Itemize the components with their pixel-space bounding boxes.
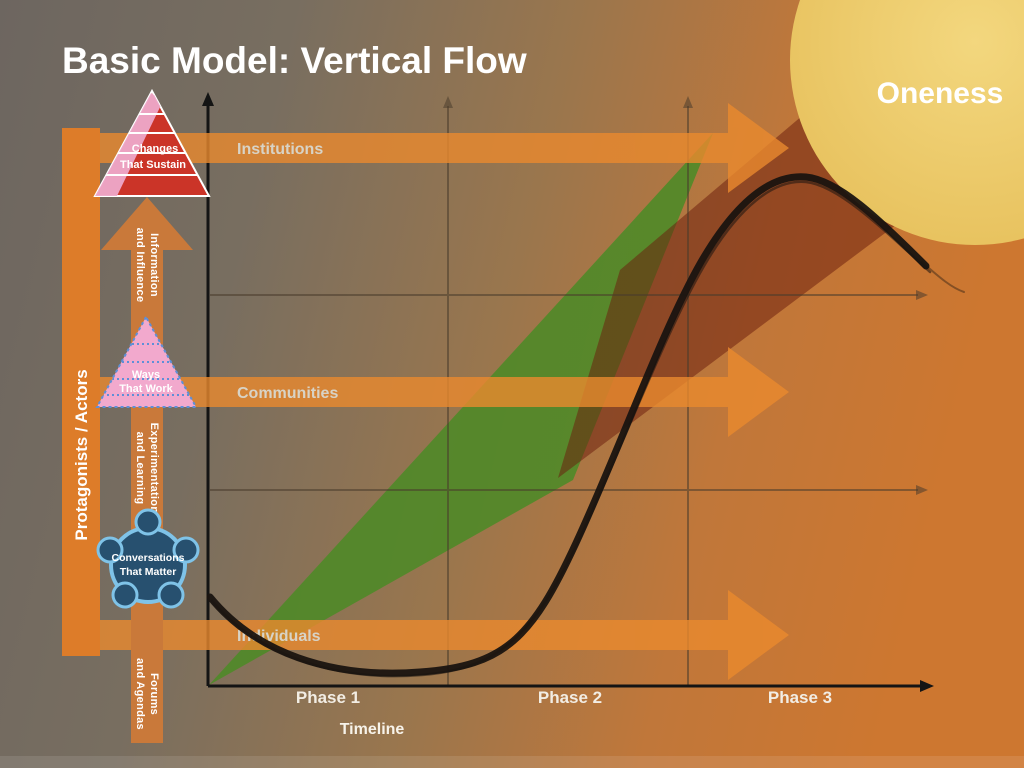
actors-bar bbox=[62, 128, 100, 656]
flow-step-forums: Forums and Agendas bbox=[134, 658, 160, 730]
timeline-label: Timeline bbox=[340, 721, 405, 738]
communities-label: Communities bbox=[237, 385, 338, 402]
grid-arrowheads bbox=[443, 96, 928, 495]
y-axis-arrow-icon bbox=[202, 92, 214, 106]
ways-label: That Work bbox=[119, 383, 173, 395]
phase-2-label: Phase 2 bbox=[538, 688, 602, 707]
grid bbox=[210, 106, 918, 686]
pyramid-label: Changes bbox=[132, 143, 178, 155]
individuals-arrow bbox=[62, 590, 789, 680]
flow-step-label: Experimentation bbox=[148, 423, 160, 514]
flow-step-label: and Influence bbox=[134, 228, 146, 303]
sun-circle bbox=[790, 0, 1024, 245]
slide-title: Basic Model: Vertical Flow bbox=[62, 40, 527, 81]
flow-step-label: and Learning bbox=[134, 432, 146, 505]
phase-1-label: Phase 1 bbox=[296, 688, 360, 707]
oneness-label: Oneness bbox=[877, 77, 1004, 110]
grid-right-arrow-icon bbox=[916, 485, 928, 495]
x-axis-arrow-icon bbox=[920, 680, 934, 692]
flow-step-information: Information and Influence bbox=[134, 228, 160, 303]
grid-up-arrow-icon bbox=[443, 96, 453, 108]
institutions-label: Institutions bbox=[237, 141, 323, 158]
conversations-icon: Conversations That Matter bbox=[96, 508, 200, 609]
flow-step-label: and Agendas bbox=[134, 658, 146, 730]
ways-label: Ways bbox=[132, 369, 160, 381]
flow-arrow-head-icon bbox=[101, 197, 193, 250]
green-growth-wedge bbox=[209, 133, 713, 685]
phase-3-label: Phase 3 bbox=[768, 688, 832, 707]
flow-step-experimentation: Experimentation and Learning bbox=[134, 423, 160, 514]
pyramid-label: That Sustain bbox=[120, 159, 186, 171]
actors-label: Protagonists / Actors bbox=[72, 369, 91, 540]
pyramid-pink-stripe bbox=[95, 93, 163, 196]
s-curve bbox=[206, 173, 965, 678]
flow-step-label: Forums bbox=[148, 673, 160, 715]
pyramid-icon: Changes That Sustain bbox=[93, 88, 211, 197]
slide-bottom-edge bbox=[0, 756, 1024, 768]
grid-right-arrow-icon bbox=[916, 290, 928, 300]
conversations-label: Conversations bbox=[112, 552, 185, 564]
conversations-label: That Matter bbox=[120, 566, 177, 578]
grid-up-arrow-icon bbox=[683, 96, 693, 108]
flow-step-label: Information bbox=[148, 233, 160, 297]
